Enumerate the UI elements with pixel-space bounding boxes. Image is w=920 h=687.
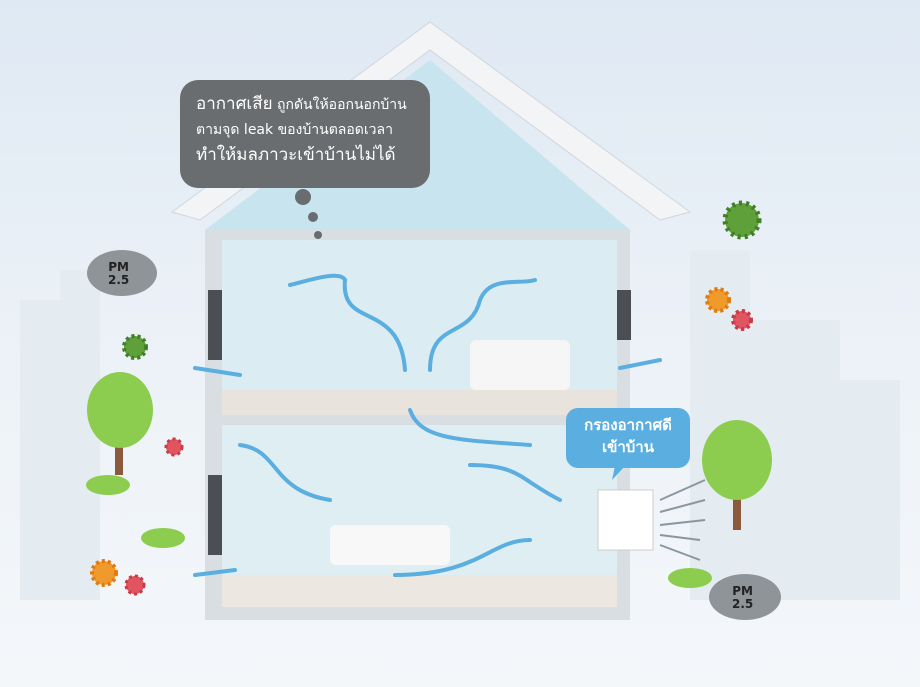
vent-lower-left — [208, 475, 222, 555]
bad-air-callout: อากาศเสีย ถูกดันให้ออกนอกบ้าน ตามจุด lea… — [180, 80, 430, 188]
callout-line3: ทำให้มลภาวะเข้าบ้านไม่ได้ — [196, 145, 396, 165]
pm-value: 2.5 — [732, 597, 754, 611]
vent-upper-left — [208, 290, 222, 360]
air-purifier-unit — [597, 489, 654, 551]
filter-callout: กรองอากาศดี เข้าบ้าน — [566, 408, 690, 468]
germ-icons — [90, 200, 762, 596]
house — [170, 21, 692, 620]
incoming-air-arrows — [659, 479, 706, 561]
vent-upper-right — [617, 290, 631, 340]
filter-bubble-tail — [612, 466, 625, 480]
pm-value: 2.5 — [108, 273, 130, 287]
callout-line1: ถูกดันให้ออกนอกบ้าน — [272, 97, 407, 113]
airflow-arrows — [193, 273, 662, 577]
tree-left — [86, 372, 153, 495]
callout-emphasis: อากาศเสีย — [196, 94, 273, 114]
bush — [141, 528, 185, 548]
sofa — [330, 525, 450, 565]
tree-right — [668, 420, 772, 588]
callout-line2: ตามจุด leak ของบ้านตลอดเวลา — [196, 122, 393, 138]
pm-text: PM — [108, 260, 129, 274]
filter-line2: เข้าบ้าน — [601, 438, 654, 456]
pm-text: PM — [732, 584, 753, 598]
pm-clouds — [87, 250, 781, 620]
city-skyline — [20, 250, 900, 600]
bubble-tail — [295, 189, 322, 239]
filter-line1: กรองอากาศดี — [584, 416, 672, 434]
bed — [470, 340, 570, 390]
